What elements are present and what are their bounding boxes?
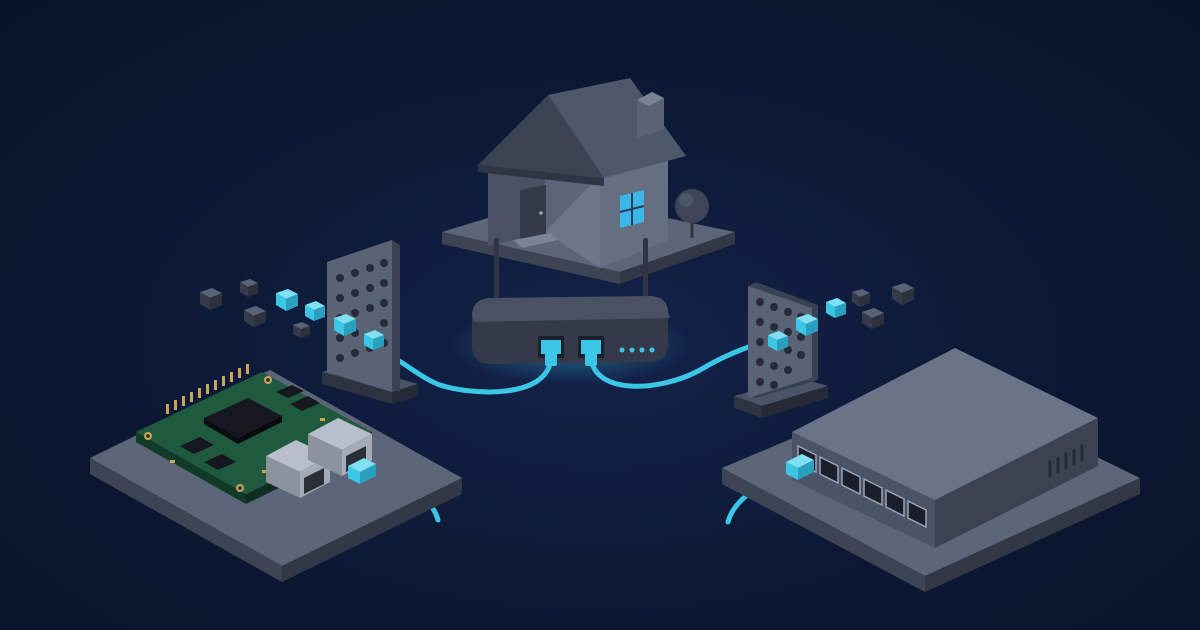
switch-icon (786, 348, 1098, 548)
router-group (450, 238, 690, 385)
board-icon (136, 364, 376, 504)
rj45-plug-icon (786, 454, 814, 480)
antenna-icon (494, 238, 499, 310)
house-icon (478, 78, 709, 268)
home-group (442, 78, 735, 284)
network-switch-group (722, 348, 1140, 592)
data-packets-left (200, 279, 384, 350)
firewall-right-group (734, 282, 828, 418)
antenna-icon (643, 238, 648, 298)
switch-ports (797, 444, 927, 529)
router-plugs (545, 352, 597, 366)
rj45-plug-icon (348, 458, 376, 484)
status-leds (619, 347, 655, 353)
tree-icon (675, 189, 709, 223)
data-packets-right (768, 283, 914, 351)
firewall-left-group (322, 240, 418, 404)
ethernet-port-icon (266, 440, 330, 498)
single-board-computer-group (90, 364, 462, 582)
chip-icon (204, 398, 282, 438)
